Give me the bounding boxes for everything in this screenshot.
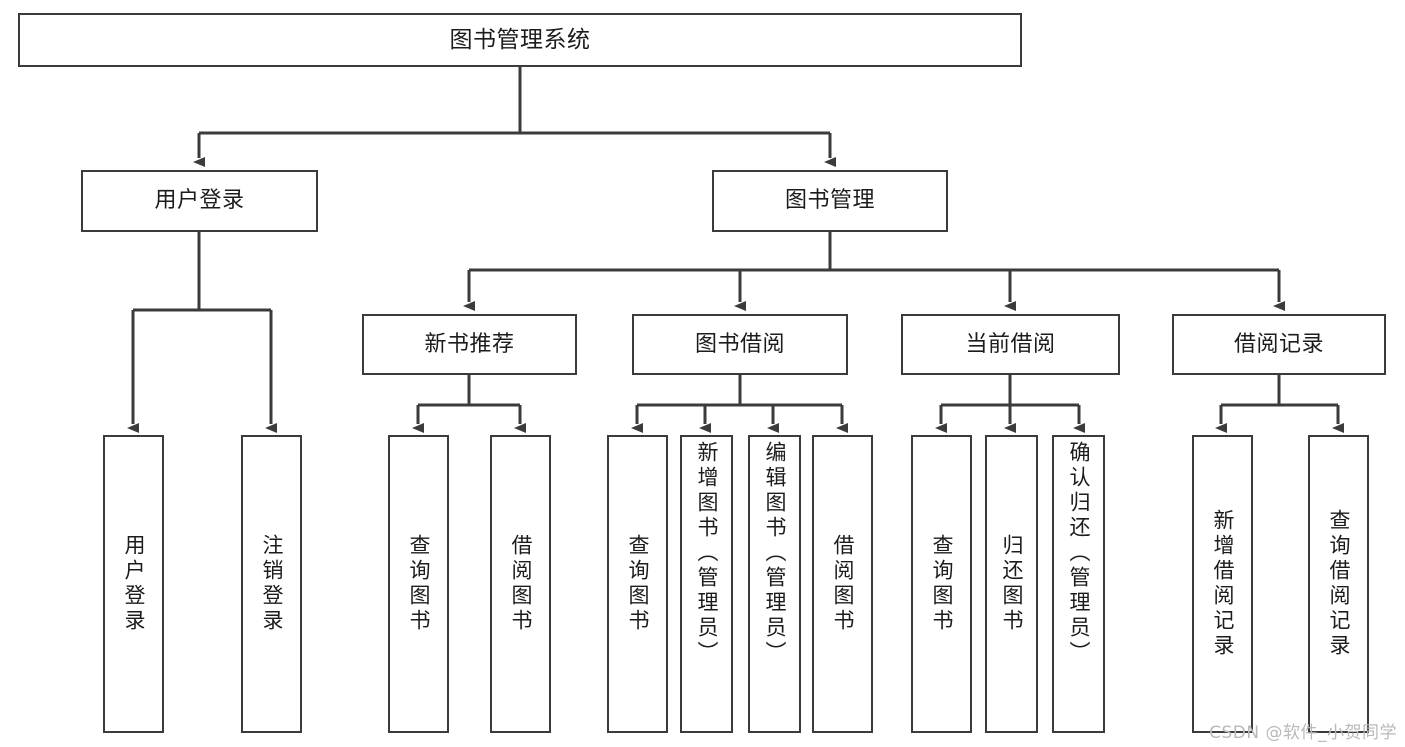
- leaf-return-book[interactable]: 归还图书: [985, 435, 1038, 733]
- leaf-query-book-borrow[interactable]: 查询图书: [607, 435, 668, 733]
- node-label: 注销登录: [260, 534, 284, 634]
- node-label: 用户登录: [154, 188, 245, 214]
- node-label: 新增图书（管理员）: [695, 441, 719, 666]
- leaf-logout[interactable]: 注销登录: [241, 435, 302, 733]
- leaf-borrow-book[interactable]: 借阅图书: [812, 435, 873, 733]
- node-label: 查询图书: [930, 534, 954, 634]
- node-label: 编辑图书（管理员）: [763, 441, 787, 666]
- node-label: 借阅图书: [509, 534, 533, 634]
- node-label: 归还图书: [1000, 534, 1024, 634]
- node-borrow-record[interactable]: 借阅记录: [1172, 314, 1386, 375]
- leaf-confirm-return-admin[interactable]: 确认归还（管理员）: [1052, 435, 1105, 733]
- leaf-query-book-recommend[interactable]: 查询图书: [388, 435, 449, 733]
- node-label: 新书推荐: [424, 331, 515, 357]
- node-current-borrow[interactable]: 当前借阅: [901, 314, 1120, 375]
- node-label: 图书管理系统: [449, 26, 591, 53]
- node-label: 确认归还（管理员）: [1067, 441, 1091, 666]
- node-label: 图书借阅: [694, 331, 785, 357]
- node-new-book-recommend[interactable]: 新书推荐: [362, 314, 577, 375]
- node-book-management[interactable]: 图书管理: [712, 170, 948, 232]
- leaf-query-borrow-record[interactable]: 查询借阅记录: [1308, 435, 1369, 733]
- node-label: 用户登录: [122, 534, 146, 634]
- leaf-add-borrow-record[interactable]: 新增借阅记录: [1192, 435, 1253, 733]
- leaf-edit-book-admin[interactable]: 编辑图书（管理员）: [748, 435, 801, 733]
- leaf-query-book-current[interactable]: 查询图书: [911, 435, 972, 733]
- node-label: 图书管理: [784, 188, 875, 214]
- leaf-borrow-book-recommend[interactable]: 借阅图书: [490, 435, 551, 733]
- node-user-login[interactable]: 用户登录: [81, 170, 318, 232]
- leaf-add-book-admin[interactable]: 新增图书（管理员）: [680, 435, 733, 733]
- node-label: 借阅记录: [1233, 331, 1324, 357]
- node-label: 新增借阅记录: [1211, 509, 1235, 659]
- node-label: 借阅图书: [831, 534, 855, 634]
- node-label: 当前借阅: [965, 331, 1056, 357]
- node-label: 查询图书: [626, 534, 650, 634]
- node-label: 查询图书: [407, 534, 431, 634]
- csdn-watermark: CSDN @软件_小贺同学: [1209, 723, 1397, 743]
- leaf-user-login[interactable]: 用户登录: [103, 435, 164, 733]
- node-book-borrow[interactable]: 图书借阅: [632, 314, 848, 375]
- node-label: 查询借阅记录: [1327, 509, 1351, 659]
- node-root-book-management-system[interactable]: 图书管理系统: [18, 13, 1022, 67]
